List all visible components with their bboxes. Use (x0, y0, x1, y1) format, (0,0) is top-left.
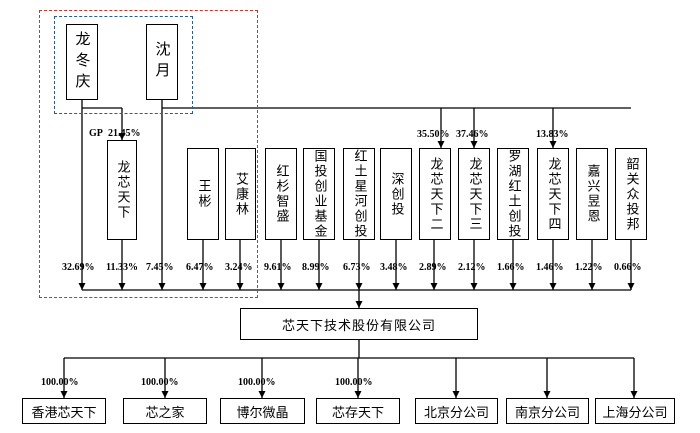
shareholder-box: 国投创业基金 (303, 148, 335, 240)
shareholder-name: 深创投 (388, 171, 404, 217)
shareholder-percentage: 0.66% (614, 262, 642, 273)
subsidiary-percentage: 100.00% (238, 377, 276, 388)
company-name: 芯天下技术股份有限公司 (281, 318, 436, 334)
company-box: 芯天下技术股份有限公司 (240, 308, 478, 340)
subsidiary-name: 芯存天下 (331, 405, 384, 421)
shareholder-percentage: 11.33% (106, 262, 138, 273)
branch-name: 上海分公司 (602, 405, 668, 421)
shareholder-percentage: 1.66% (497, 262, 525, 273)
shareholder-name: 龙芯天下三 (466, 156, 482, 232)
subsidiary-box: 芯存天下 (316, 398, 400, 424)
subsidiary-box: 香港芯天下 (22, 398, 106, 424)
shareholder-name: 龙芯天下四 (545, 156, 561, 232)
shareholder-name: 嘉兴昱恩 (584, 164, 600, 224)
shareholder-percentage: 1.46% (536, 262, 564, 273)
shareholder-name: 红土星河创投 (351, 149, 367, 239)
shen-yue-lx3-percentage: 37.46% (456, 129, 489, 140)
shareholder-box: 深创投 (380, 148, 412, 240)
branch-name: 南京分公司 (514, 405, 580, 421)
long-dongqing-direct-percentage: 32.69% (62, 262, 95, 273)
subsidiary-percentage: 100.00% (335, 377, 373, 388)
gp-percentage: 21.45% (108, 128, 141, 139)
shareholder-box: 韶关众投邦 (615, 148, 647, 240)
subsidiary-percentage: 100.00% (141, 377, 179, 388)
concert-party-frame (54, 16, 193, 114)
shareholder-name: 艾康林 (233, 171, 248, 217)
shareholder-percentage: 2.12% (458, 262, 486, 273)
shen-yue-lx4-percentage: 13.83% (536, 129, 569, 140)
person-name: 沈月 (153, 41, 172, 83)
shareholder-percentage: 9.61% (264, 262, 292, 273)
shareholder-name: 红杉智盛 (273, 164, 289, 224)
shareholder-box: 罗湖红土创投 (497, 148, 529, 240)
shareholder-box: 王彬 (187, 148, 219, 240)
shareholder-percentage: 3.24% (225, 262, 253, 273)
shen-yue-lx2-percentage: 35.50% (417, 129, 450, 140)
subsidiary-name: 博尔微晶 (236, 405, 289, 421)
shareholder-box: 龙芯天下二 (419, 148, 451, 240)
branch-box: 南京分公司 (506, 398, 589, 424)
shareholder-name: 韶关众投邦 (623, 156, 639, 232)
shareholder-box: 红杉智盛 (265, 148, 297, 240)
shareholder-name: 王彬 (195, 179, 211, 209)
shareholder-box: 龙芯天下三 (458, 148, 490, 240)
shareholder-box: 嘉兴昱恩 (576, 148, 608, 240)
branch-name: 北京分公司 (423, 405, 489, 421)
shareholder-name: 龙芯天下二 (427, 156, 443, 232)
person-name: 龙冬庆 (73, 30, 92, 94)
shareholder-box: 艾康林 (225, 148, 256, 240)
subsidiary-percentage: 100.00% (41, 377, 79, 388)
branch-box: 北京分公司 (415, 398, 498, 424)
shareholder-name: 罗湖红土创投 (505, 149, 521, 239)
branch-box: 上海分公司 (595, 398, 675, 424)
shareholder-box: 龙芯天下四 (537, 148, 569, 240)
shareholder-name: 国投创业基金 (311, 149, 327, 239)
shareholder-percentage: 3.48% (380, 262, 408, 273)
gp-label: GP (89, 128, 103, 139)
person-shen-yue: 沈月 (146, 24, 178, 100)
shareholder-box: 红土星河创投 (343, 148, 375, 240)
subsidiary-box: 博尔微晶 (220, 398, 305, 424)
shareholder-percentage: 6.73% (343, 262, 371, 273)
subsidiary-name: 芯之家 (145, 405, 185, 421)
subsidiary-box: 芯之家 (123, 398, 207, 424)
shareholder-percentage: 8.99% (302, 262, 330, 273)
shareholder-name: 龙芯天下 (114, 160, 130, 220)
shareholder-box: 龙芯天下 (107, 140, 137, 240)
control-group-frame (39, 10, 258, 298)
shareholder-percentage: 1.22% (575, 262, 603, 273)
person-long-dongqing: 龙冬庆 (66, 24, 98, 100)
shareholder-percentage: 6.47% (186, 262, 214, 273)
shen-yue-direct-percentage: 7.45% (146, 262, 174, 273)
subsidiary-name: 香港芯天下 (31, 405, 97, 421)
shareholder-percentage: 2.89% (419, 262, 447, 273)
